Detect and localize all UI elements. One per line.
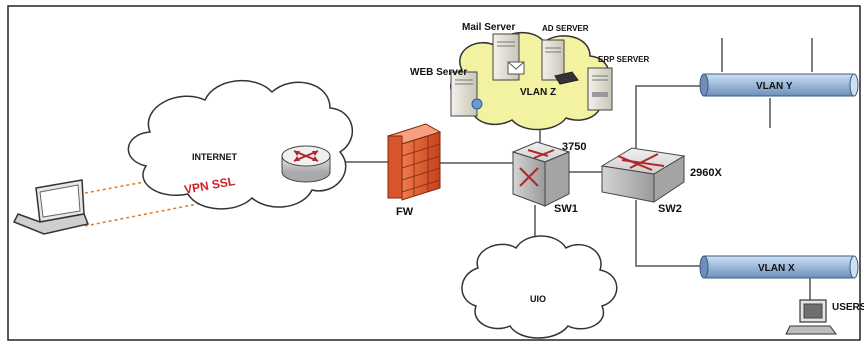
mail-server-icon (492, 33, 525, 81)
internet-cloud (127, 79, 354, 210)
erp-server-icon (587, 67, 613, 111)
internet-label: INTERNET (192, 152, 238, 162)
sw2-switch-icon (600, 147, 686, 203)
web-server-label: WEB Server (410, 67, 467, 78)
ad-server-icon (541, 39, 579, 85)
vlan-y-bar (699, 73, 859, 97)
erp-server-label: ERP SERVER (598, 55, 650, 64)
sw2-vlany-link (635, 85, 704, 148)
uio-cloud (461, 235, 618, 339)
diagram-frame (7, 5, 861, 341)
users-label: USERS (832, 302, 864, 313)
router-icon (281, 145, 331, 183)
users-pc-icon (785, 299, 837, 335)
sw2-model-label: 2960X (690, 167, 722, 179)
sw1-model-label: 3750 (562, 141, 586, 153)
sw2-label: SW2 (658, 203, 682, 215)
sw1-switch-icon (511, 141, 571, 207)
sw1-label: SW1 (554, 203, 578, 215)
sw2-vlanx-link (635, 200, 704, 267)
vlan-z-label: VLAN Z (520, 87, 556, 98)
vlan-x-label: VLAN X (758, 263, 795, 274)
firewall-icon (386, 123, 442, 201)
fw-label: FW (396, 206, 414, 218)
mail-server-label: Mail Server (462, 22, 515, 33)
web-server-icon (450, 71, 483, 117)
uio-label: UIO (530, 294, 546, 304)
vlan-x-bar (699, 255, 859, 279)
laptop-icon (12, 179, 90, 235)
vlan-y-label: VLAN Y (756, 81, 793, 92)
ad-server-label: AD SERVER (542, 24, 589, 33)
